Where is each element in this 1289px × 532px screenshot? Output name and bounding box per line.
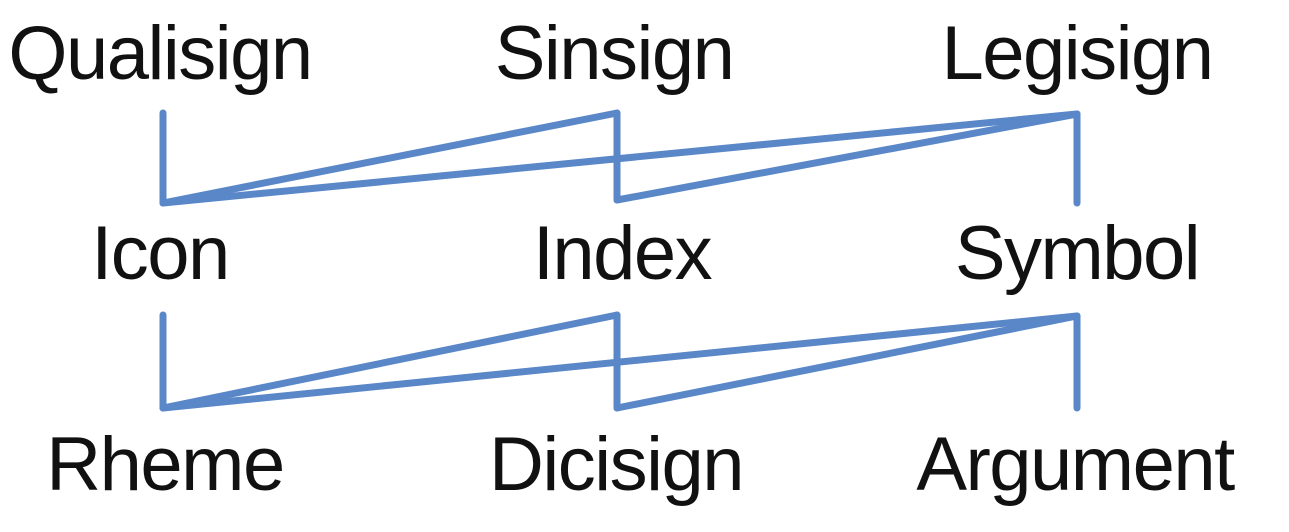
node-rheme: Rheme xyxy=(46,422,285,507)
connection-symbol-rheme xyxy=(159,312,1081,412)
node-dicisign: Dicisign xyxy=(489,422,744,507)
node-argument: Argument xyxy=(916,422,1235,507)
node-sinsign: Sinsign xyxy=(494,11,735,96)
node-symbol: Symbol xyxy=(954,211,1201,296)
node-qualisign: Qualisign xyxy=(8,11,313,96)
node-legisign: Legisign xyxy=(941,11,1214,96)
connection-legisign-icon xyxy=(159,110,1081,207)
connection-symbol-dicisign xyxy=(613,312,1081,412)
connection-sinsign-icon xyxy=(159,109,621,207)
node-icon: Icon xyxy=(91,211,230,296)
connection-index-rheme xyxy=(159,311,621,412)
connection-legisign-index xyxy=(613,110,1081,204)
node-index: Index xyxy=(532,211,713,296)
